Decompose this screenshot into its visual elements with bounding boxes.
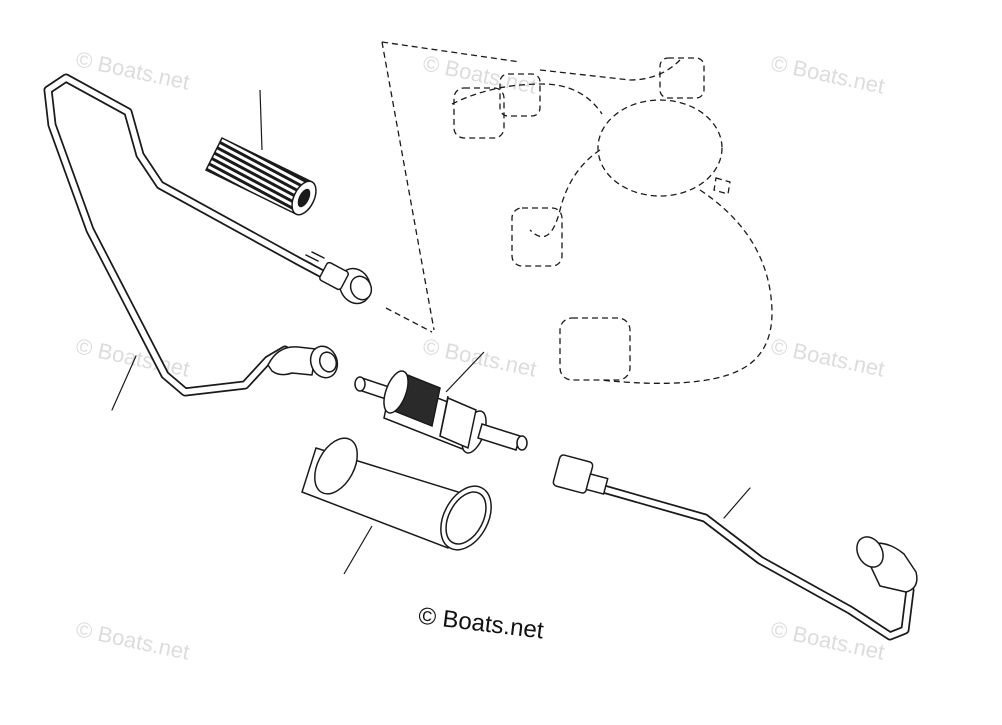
- fuel-rail-harness: [381, 41, 773, 384]
- fuel-hose-upper[interactable]: [43, 73, 376, 411]
- corrugated-sleeve[interactable]: [204, 89, 321, 219]
- filter-sleeve[interactable]: [301, 431, 501, 575]
- fuel-hose-outlet[interactable]: [552, 454, 918, 641]
- fuel-filter[interactable]: [354, 351, 528, 456]
